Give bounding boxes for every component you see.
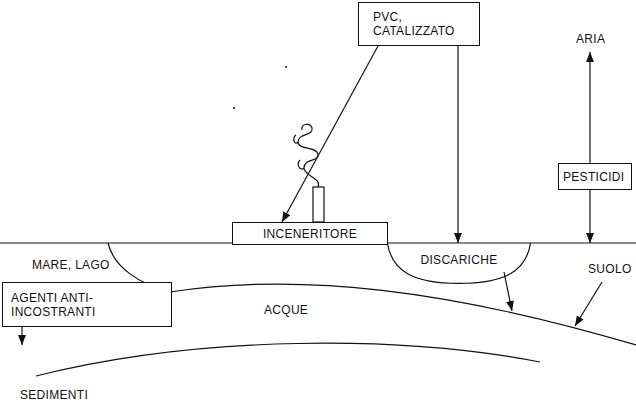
speck bbox=[233, 107, 235, 109]
sediment-arrow bbox=[21, 327, 22, 345]
speck bbox=[285, 66, 287, 68]
region-label: ACQUE bbox=[262, 303, 310, 317]
water-layer-bottom bbox=[36, 343, 540, 376]
source-box: AGENTI ANTI- INCOSTRANTI bbox=[2, 282, 172, 327]
node-text: PVC, CATALIZZATO bbox=[373, 10, 463, 38]
flow-arrow bbox=[457, 46, 458, 243]
node-text: DISCARICHE bbox=[420, 253, 497, 267]
source-box: PVC, CATALIZZATO bbox=[358, 2, 480, 46]
node-text: AGENTI ANTI- INCOSTRANTI bbox=[11, 291, 161, 319]
water-layer-top bbox=[170, 284, 636, 345]
node-text: INCENERITORE bbox=[263, 227, 357, 241]
region-label: MARE, LAGO bbox=[30, 258, 112, 272]
node-text: PESTICIDI bbox=[563, 170, 624, 184]
region-label: SEDIMENTI bbox=[18, 388, 90, 402]
region-label: ARIA bbox=[574, 32, 607, 46]
landfill-bowl: DISCARICHE bbox=[386, 243, 532, 285]
leach-arrow bbox=[504, 272, 512, 311]
incinerator-box: INCENERITORE bbox=[232, 222, 388, 245]
flow-arrow bbox=[282, 46, 378, 222]
air-soil-arrow bbox=[589, 52, 590, 243]
soil-arrow bbox=[575, 282, 602, 326]
region-label: SUOLO bbox=[586, 262, 634, 276]
chimney bbox=[313, 187, 324, 222]
source-box: PESTICIDI bbox=[558, 163, 632, 190]
